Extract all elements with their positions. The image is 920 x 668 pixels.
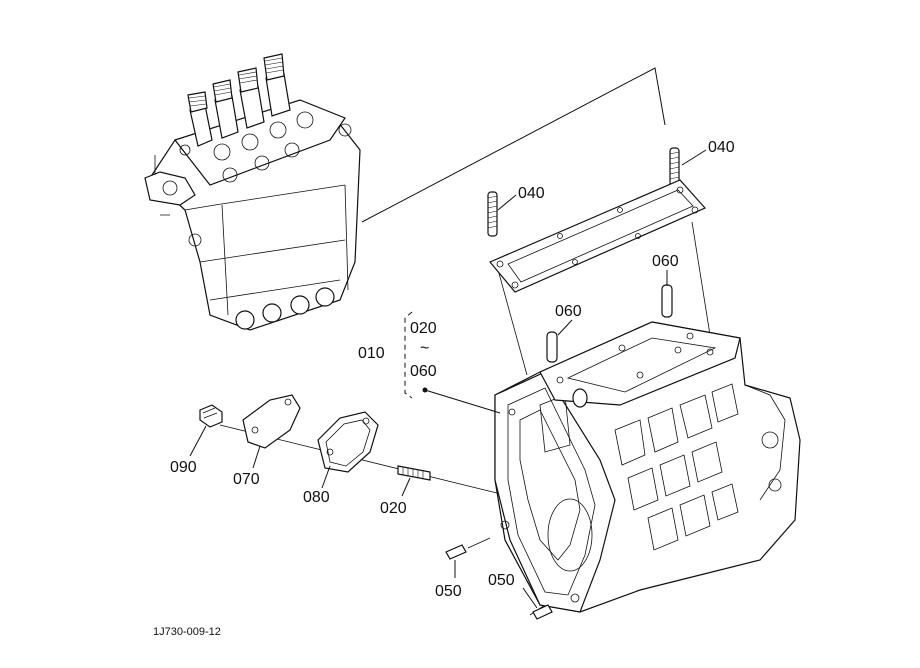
delivery-valve-holders	[187, 53, 314, 183]
dowel-pin-050-right	[532, 604, 553, 620]
dowel-pin-060-mid	[546, 331, 558, 363]
cover-plate-080	[317, 411, 379, 473]
callout-010: 010	[358, 345, 385, 362]
callout-060-right: 060	[652, 253, 679, 270]
callout-060-mid: 060	[555, 303, 582, 320]
plug-090	[199, 404, 223, 428]
stud-bolt-040-left	[487, 191, 498, 237]
leader-lines	[189, 149, 707, 609]
gear-case-housing	[494, 321, 801, 613]
callout-070: 070	[233, 471, 260, 488]
figure-code: 1J730-009-12	[153, 626, 221, 638]
stud-020	[397, 465, 431, 481]
callout-090: 090	[170, 459, 197, 476]
callout-050-left: 050	[435, 583, 462, 600]
callout-group-060: 060	[410, 363, 437, 380]
pump-gasket	[489, 179, 706, 293]
callout-group-020: 020	[410, 320, 437, 337]
callout-080: 080	[303, 489, 330, 506]
leader-dot-010	[422, 387, 428, 393]
callout-020: 020	[380, 500, 407, 517]
dowel-pin-050-left	[445, 544, 467, 560]
callout-040-right: 040	[708, 139, 735, 156]
callout-050-right: 050	[488, 572, 515, 589]
gasket-070	[242, 394, 301, 449]
callout-group-tilde: ~	[420, 340, 429, 357]
injection-pump-assembly	[144, 53, 361, 331]
dowel-pin-060-right	[661, 284, 673, 318]
callout-040-left: 040	[518, 185, 545, 202]
